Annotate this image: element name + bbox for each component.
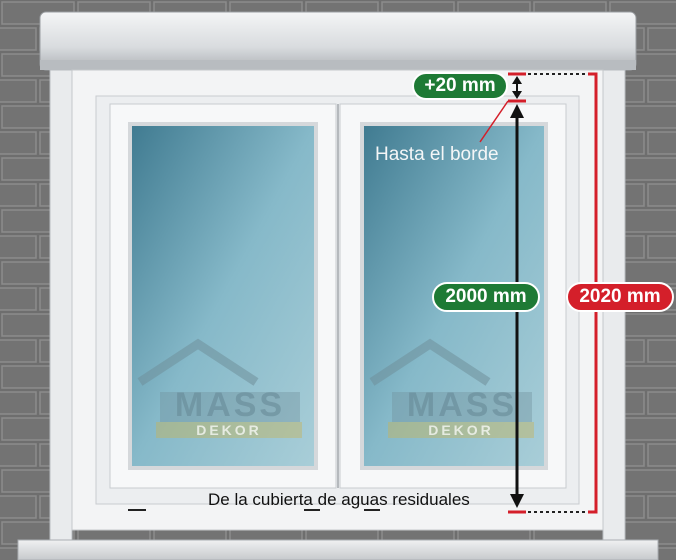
watermark-brand-bottom-left: DEKOR: [196, 422, 262, 438]
watermark-house-right: [369, 338, 534, 438]
bottom-reference-label: De la cubierta de aguas residuales: [208, 490, 470, 509]
window-sill: [17, 539, 659, 560]
edge-pointer: [479, 100, 509, 143]
total-height-badge: 2020 mm: [566, 282, 674, 312]
watermark-brand-top-right: MASS: [406, 386, 518, 424]
watermark-house-left: [137, 338, 302, 438]
to-edge-label: Hasta el borde: [375, 144, 499, 165]
left-reveal: [49, 69, 73, 541]
watermark-brand-top-left: MASS: [174, 386, 286, 424]
inner-height-badge: 2000 mm: [432, 282, 540, 312]
plus-margin-badge: +20 mm: [412, 72, 508, 100]
left-glass: [128, 122, 318, 470]
watermark-brand-bottom-right: DEKOR: [428, 422, 494, 438]
